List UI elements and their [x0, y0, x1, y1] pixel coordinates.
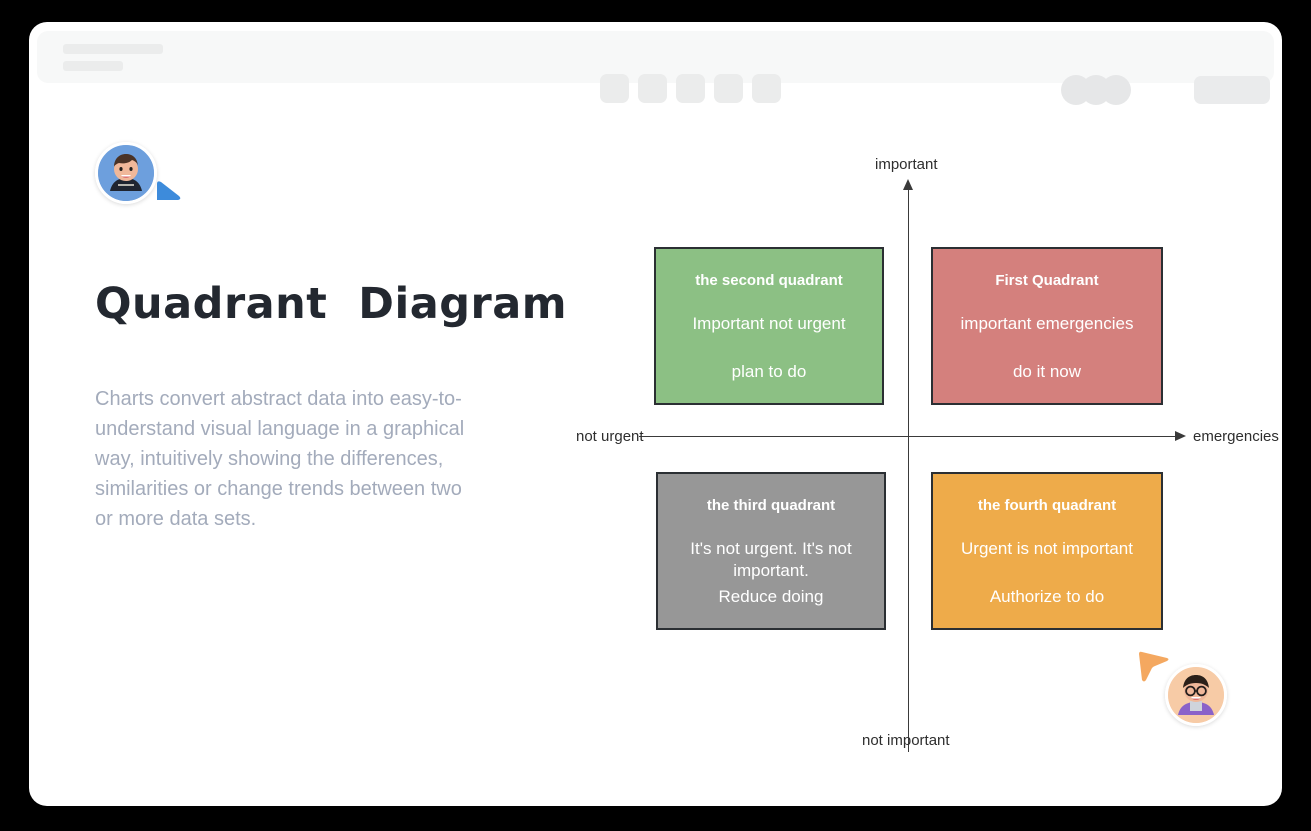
- quadrant-box-fourth[interactable]: the fourth quadrant Urgent is not import…: [931, 472, 1163, 630]
- collaborator-presence-b: [1137, 650, 1232, 730]
- toolbar-tool-button-2[interactable]: [638, 74, 667, 103]
- avatar[interactable]: [1165, 664, 1227, 726]
- quadrant-box-first[interactable]: First Quadrant important emergencies do …: [931, 247, 1163, 405]
- quadrant-title: the fourth quadrant: [977, 497, 1117, 514]
- avatar[interactable]: [95, 142, 157, 204]
- page-description: Charts convert abstract data into easy-t…: [95, 388, 465, 530]
- avatar[interactable]: [1101, 75, 1131, 105]
- toolbar-avatar-stack[interactable]: [1061, 75, 1137, 105]
- left-info-panel: Quadrant Diagram Charts convert abstract…: [95, 142, 568, 534]
- horizontal-axis-line: [639, 436, 1179, 437]
- quadrant-action: plan to do: [731, 362, 807, 381]
- quadrant-title: First Quadrant: [995, 272, 1099, 289]
- toolbar-tool-button-1[interactable]: [600, 74, 629, 103]
- quadrant-box-second[interactable]: the second quadrant Important not urgent…: [654, 247, 884, 405]
- page-title: Quadrant Diagram: [95, 279, 568, 329]
- quadrant-action: Authorize to do: [989, 587, 1105, 606]
- collaborator-presence-a: [95, 142, 190, 212]
- quadrant-box-third[interactable]: the third quadrant It's not urgent. It's…: [656, 472, 886, 630]
- axis-label-important: important: [875, 156, 938, 173]
- axis-label-emergencies: emergencies: [1193, 428, 1279, 445]
- quadrant-description: Urgent is not important: [961, 539, 1133, 558]
- cursor-pointer-icon: [1137, 650, 1171, 684]
- toolbar-tool-button-4[interactable]: [714, 74, 743, 103]
- quadrant-action: do it now: [1012, 362, 1082, 381]
- toolbar-placeholder-bar-primary: [63, 44, 163, 54]
- axis-label-not-urgent: not urgent: [576, 428, 644, 445]
- quadrant-description: It's not urgent. It's not important.: [690, 539, 852, 580]
- axis-label-not-important: not important: [862, 732, 950, 749]
- toolbar-title-placeholder: [63, 44, 163, 71]
- quadrant-title: the third quadrant: [706, 497, 836, 514]
- quadrant-title: the second quadrant: [695, 272, 843, 289]
- toolbar-share-button[interactable]: [1194, 76, 1270, 104]
- toolbar-placeholder-bar-secondary: [63, 61, 123, 71]
- quadrant-description: important emergencies: [960, 314, 1134, 333]
- toolbar-tool-group: [600, 74, 781, 103]
- cursor-pointer-icon: [153, 174, 183, 206]
- axis-arrow-right-icon: [1175, 431, 1186, 441]
- toolbar-tool-button-5[interactable]: [752, 74, 781, 103]
- quadrant-action: Reduce doing: [718, 587, 824, 606]
- axis-arrow-up-icon: [903, 179, 913, 190]
- app-toolbar: [37, 31, 1274, 105]
- quadrant-description: Important not urgent: [692, 314, 846, 333]
- window-card: Quadrant Diagram Charts convert abstract…: [29, 22, 1282, 806]
- toolbar-tool-button-3[interactable]: [676, 74, 705, 103]
- vertical-axis-line: [908, 187, 909, 752]
- quadrant-diagram: important not important not urgent emerg…: [539, 122, 1279, 762]
